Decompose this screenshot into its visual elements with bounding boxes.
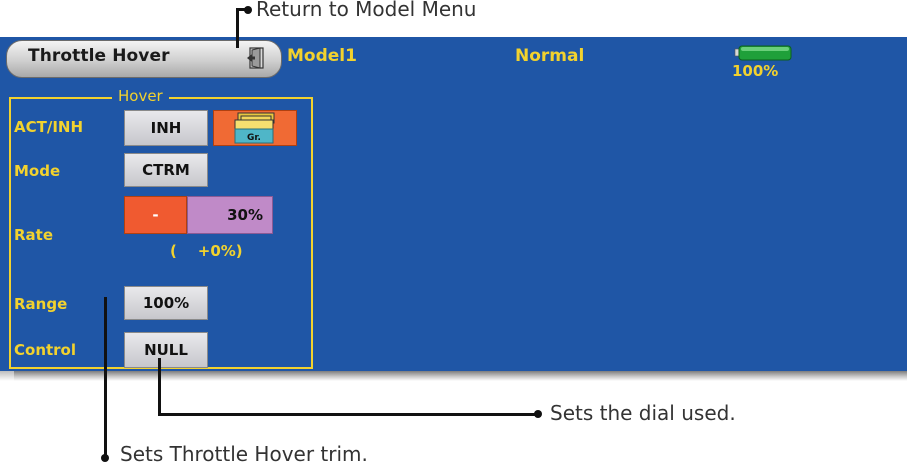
hover-group-title: Hover bbox=[112, 87, 169, 105]
page-title: Throttle Hover bbox=[28, 46, 170, 66]
model-name: Model1 bbox=[287, 46, 357, 66]
control-label: Control bbox=[14, 341, 77, 359]
condition-name: Normal bbox=[515, 46, 585, 66]
trim-callout-dot bbox=[101, 454, 109, 462]
rate-value-button[interactable]: 30% bbox=[187, 196, 273, 234]
act-inh-button[interactable]: INH bbox=[124, 110, 208, 146]
return-door-icon[interactable] bbox=[246, 47, 264, 69]
rate-sign-button[interactable]: - bbox=[124, 196, 187, 234]
group-button-label: Gr. bbox=[247, 133, 261, 143]
dial-callout-vline bbox=[158, 358, 161, 415]
rate-trim-readout: ( +0%) bbox=[170, 242, 243, 260]
range-label: Range bbox=[14, 295, 68, 313]
mode-button[interactable]: CTRM bbox=[124, 153, 208, 187]
dial-annotation: Sets the dial used. bbox=[550, 401, 736, 425]
group-folder-icon: Gr. bbox=[234, 112, 275, 144]
return-callout-vline bbox=[236, 8, 239, 48]
screen-shadow bbox=[14, 371, 907, 381]
mode-label: Mode bbox=[14, 162, 61, 180]
range-button[interactable]: 100% bbox=[124, 286, 208, 320]
return-callout-dot bbox=[244, 6, 252, 14]
group-button[interactable]: Gr. bbox=[213, 110, 297, 146]
trim-annotation: Sets Throttle Hover trim. bbox=[120, 442, 368, 466]
act-inh-label: ACT/INH bbox=[14, 118, 84, 136]
dial-callout-dot bbox=[534, 410, 542, 418]
return-callout-hline bbox=[236, 8, 248, 11]
screen-shadow-left bbox=[0, 371, 14, 381]
rate-label: Rate bbox=[14, 226, 54, 244]
trim-callout-vline bbox=[104, 297, 107, 457]
control-button[interactable]: NULL bbox=[124, 332, 208, 368]
battery-percent: 100% bbox=[732, 62, 779, 80]
battery-icon bbox=[734, 45, 792, 61]
dial-callout-hline bbox=[158, 413, 538, 416]
return-annotation: Return to Model Menu bbox=[256, 0, 477, 21]
